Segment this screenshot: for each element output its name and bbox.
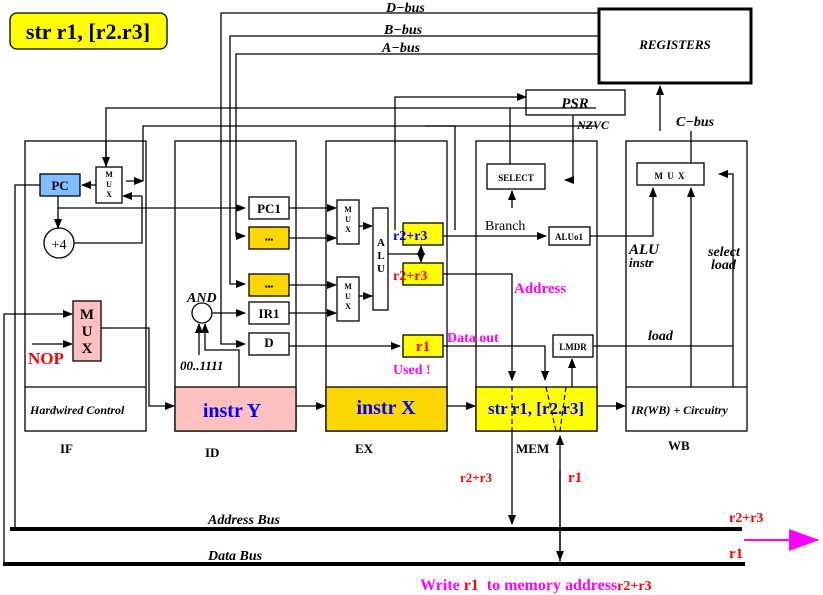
and-label: AND bbox=[186, 291, 217, 306]
svg-text:SELECT: SELECT bbox=[498, 173, 534, 183]
instruction-title: str r1, [r2.r3] bbox=[26, 19, 150, 44]
psr-block: PSR NZVC bbox=[525, 89, 626, 132]
svg-text:▪▪▪: ▪▪▪ bbox=[265, 235, 274, 244]
registers-block: REGISTERS bbox=[597, 7, 753, 85]
instruction-title-badge: str r1, [r2.r3] bbox=[9, 12, 168, 50]
psr-input-line bbox=[394, 93, 527, 230]
alu-mux-b bbox=[336, 276, 360, 322]
svg-text:X: X bbox=[345, 302, 351, 311]
load-label: load bbox=[648, 329, 674, 344]
alu-result-red: r2+r3 bbox=[393, 269, 427, 284]
svg-text:load: load bbox=[711, 258, 737, 273]
caption: Write r1 to memory addressr2+r3 bbox=[420, 577, 652, 594]
mem-instr-label: str r1, [r2.r3] bbox=[488, 399, 584, 418]
svg-text:M: M bbox=[80, 307, 94, 323]
b-bus-line bbox=[229, 35, 600, 140]
svg-text:M: M bbox=[344, 205, 352, 214]
svg-text:▪▪▪: ▪▪▪ bbox=[265, 282, 274, 291]
d-bus-label: D−bus bbox=[385, 1, 425, 16]
svg-text:U: U bbox=[377, 263, 385, 275]
svg-text:M: M bbox=[344, 282, 352, 291]
alu-mux-a bbox=[336, 199, 360, 245]
svg-text:select: select bbox=[707, 245, 741, 260]
used-label: Used ! bbox=[393, 363, 431, 378]
address-bus-label: Address Bus bbox=[207, 513, 281, 528]
register-buses: D−bus B−bus A−bus bbox=[220, 1, 600, 140]
data-out-label: Data out bbox=[447, 331, 499, 346]
d-bus-line bbox=[220, 12, 600, 140]
c-bus-label: C−bus bbox=[676, 115, 715, 130]
branch-label: Branch bbox=[485, 219, 525, 234]
svg-text:U: U bbox=[106, 180, 112, 189]
svg-text:ALU: ALU bbox=[628, 242, 660, 258]
select-block bbox=[486, 163, 546, 190]
instr-x-label: instr X bbox=[356, 397, 416, 419]
svg-text:U: U bbox=[82, 324, 93, 340]
plus4-adder bbox=[43, 227, 75, 259]
wb-stage-label: WB bbox=[668, 438, 690, 453]
address-bus-value: r2+r3 bbox=[729, 511, 763, 526]
instr-x-box bbox=[325, 386, 448, 432]
nop-label: NOP bbox=[28, 349, 64, 368]
and-gate bbox=[191, 302, 213, 324]
pc-label: PC bbox=[51, 178, 68, 193]
wb-instr-label: IR(WB) + Circuitry bbox=[630, 403, 729, 417]
mem-stage-label: MEM bbox=[516, 441, 549, 456]
svg-text:LMDR: LMDR bbox=[559, 342, 587, 352]
id-stage-label: ID bbox=[205, 445, 219, 460]
svg-text:IR1: IR1 bbox=[259, 306, 280, 321]
nop-mux bbox=[72, 300, 102, 362]
address-value-label: r2+r3 bbox=[460, 470, 492, 485]
svg-text:L: L bbox=[377, 250, 384, 262]
psr-label: PSR bbox=[561, 96, 589, 112]
address-label: Address bbox=[514, 281, 566, 297]
svg-text:PC1: PC1 bbox=[257, 201, 281, 216]
wb-mux bbox=[636, 162, 705, 186]
ex-stage-label: EX bbox=[355, 441, 374, 456]
plus4-label: +4 bbox=[52, 238, 67, 253]
if-stage: PC M U X +4 M U X NOP Hardwired Control … bbox=[3, 140, 246, 565]
psr-flags-label: NZVC bbox=[576, 118, 610, 132]
a-bus-label: A−bus bbox=[381, 41, 421, 56]
svg-text:X: X bbox=[106, 190, 112, 199]
d-register bbox=[248, 332, 290, 356]
ex-stage: M U X M U X A L U r2+r3 r2+r3 r1 Used ! … bbox=[325, 199, 448, 456]
hardwired-control-label: Hardwired Control bbox=[29, 403, 125, 417]
svg-text:U: U bbox=[345, 215, 351, 224]
a-bus-line bbox=[235, 53, 600, 140]
instr-y-label: instr Y bbox=[203, 400, 262, 422]
b-bus-label: B−bus bbox=[383, 23, 423, 38]
alu bbox=[372, 207, 389, 311]
alu-result-blue: r2+r3 bbox=[393, 229, 427, 244]
wb-stage-box bbox=[625, 140, 748, 432]
instr-y-box bbox=[174, 386, 297, 432]
mask-label: 00..1111 bbox=[180, 358, 223, 373]
id-stage: PC1 ▪▪▪ ▪▪▪ IR1 D AND 00..1111 instr Y I… bbox=[174, 140, 297, 460]
mem-stage: SELECT Branch ALUo1 Address Data out LMD… bbox=[447, 163, 598, 456]
data-bus-value: r1 bbox=[729, 546, 743, 562]
data-bus-label: Data Bus bbox=[207, 549, 263, 564]
svg-text:X: X bbox=[345, 225, 351, 234]
registers-label: REGISTERS bbox=[638, 37, 711, 52]
if-stage-label: IF bbox=[60, 441, 73, 456]
svg-text:X: X bbox=[82, 341, 93, 357]
svg-text:M: M bbox=[105, 170, 113, 179]
mem-instr-box bbox=[475, 386, 598, 432]
svg-text:instr: instr bbox=[629, 255, 655, 270]
svg-text:A: A bbox=[377, 237, 385, 249]
wb-stage: M U X ALU instr select load load IR(WB) … bbox=[626, 162, 747, 453]
svg-text:D: D bbox=[264, 335, 273, 350]
svg-text:U: U bbox=[345, 292, 351, 301]
svg-text:M U X: M U X bbox=[655, 171, 686, 181]
svg-text:ALUo1: ALUo1 bbox=[555, 232, 584, 242]
data-value-label: r1 bbox=[568, 470, 582, 486]
pc-mux bbox=[95, 166, 123, 204]
r1-label: r1 bbox=[416, 339, 430, 355]
